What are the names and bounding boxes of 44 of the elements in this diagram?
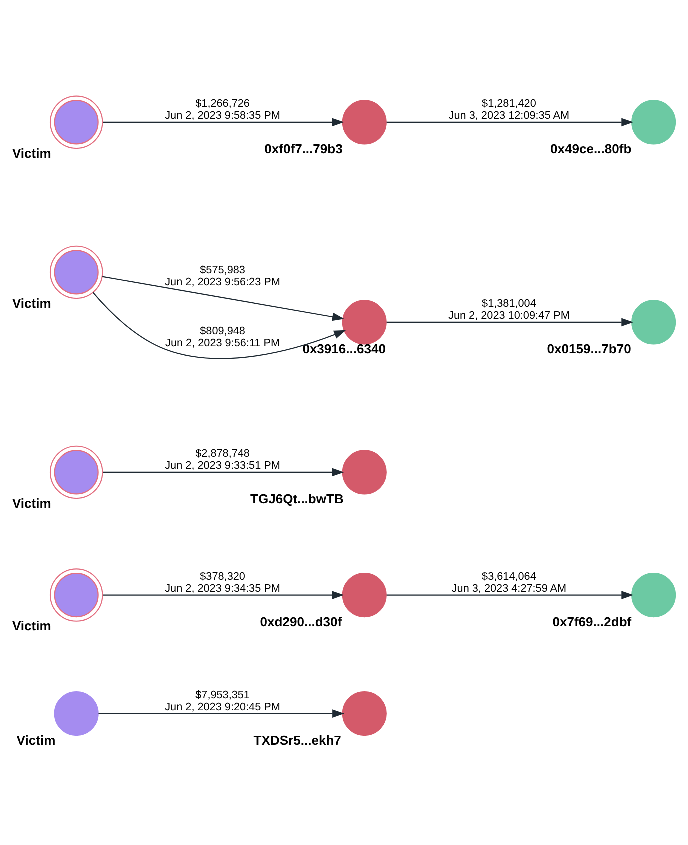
- arrow: [92, 292, 346, 359]
- arrow: [386, 318, 634, 326]
- node-label: TGJ6Qt...bwTB: [250, 491, 344, 506]
- node-label: Victim: [12, 495, 52, 510]
- arrow: [103, 590, 344, 599]
- node-circle: [50, 95, 104, 149]
- node-circle: [50, 245, 104, 299]
- node-label: 0xf0f7...79b3: [264, 141, 343, 156]
- node-label: Victim: [12, 295, 52, 310]
- arrow: [386, 118, 634, 126]
- node-circle: [632, 100, 676, 144]
- arrow: [98, 709, 345, 718]
- edge-label: $3,614,064 Jun 3, 2023 4:27:59 AM: [452, 570, 567, 595]
- node-circle: [50, 445, 104, 499]
- node-label: 0x49ce...80fb: [550, 141, 632, 156]
- edge-label: $575,983 Jun 2, 2023 9:56:23 PM: [165, 264, 280, 288]
- node-circle: [50, 568, 104, 622]
- node-circle: [342, 450, 387, 494]
- node-label: 0x7f69...2dbf: [552, 614, 632, 629]
- node-label: 0x3916...6340: [302, 341, 386, 356]
- edge-label: $7,953,351 Jun 2, 2023 9:20:45 PM: [165, 689, 280, 714]
- node-label: Victim: [12, 145, 52, 160]
- edge-label: $1,266,726 Jun 2, 2023 9:58:35 PM: [165, 98, 280, 122]
- node-circle: [54, 691, 99, 736]
- node-circle: [342, 100, 387, 144]
- node-circle: [342, 300, 387, 344]
- arrow: [386, 590, 634, 599]
- edge-label: $809,948 Jun 2, 2023 9:56:11 PM: [166, 324, 280, 349]
- edge-label: $1,381,004 Jun 2, 2023 10:09:47 PM: [448, 298, 570, 322]
- edge-label: $2,878,748 Jun 2, 2023 9:33:51 PM: [165, 448, 280, 472]
- node-label: 0x0159...7b70: [547, 341, 632, 356]
- node-circle: [342, 572, 387, 618]
- arrow: [103, 468, 344, 476]
- node-circle: [632, 300, 676, 344]
- node-label: Victim: [12, 618, 52, 634]
- edge-label: $378,320 Jun 2, 2023 9:34:35 PM: [165, 570, 280, 595]
- node-label: 0xd290...d30f: [260, 614, 342, 629]
- edge-label: $1,281,420 Jun 3, 2023 12:09:35 AM: [448, 98, 570, 122]
- node-label: TXDSr5...ekh7: [254, 732, 342, 748]
- arrow: [102, 276, 344, 321]
- node-circle: [632, 572, 676, 618]
- node-circle: [342, 691, 387, 736]
- node-label: Victim: [16, 732, 56, 748]
- arrow: [103, 118, 344, 126]
